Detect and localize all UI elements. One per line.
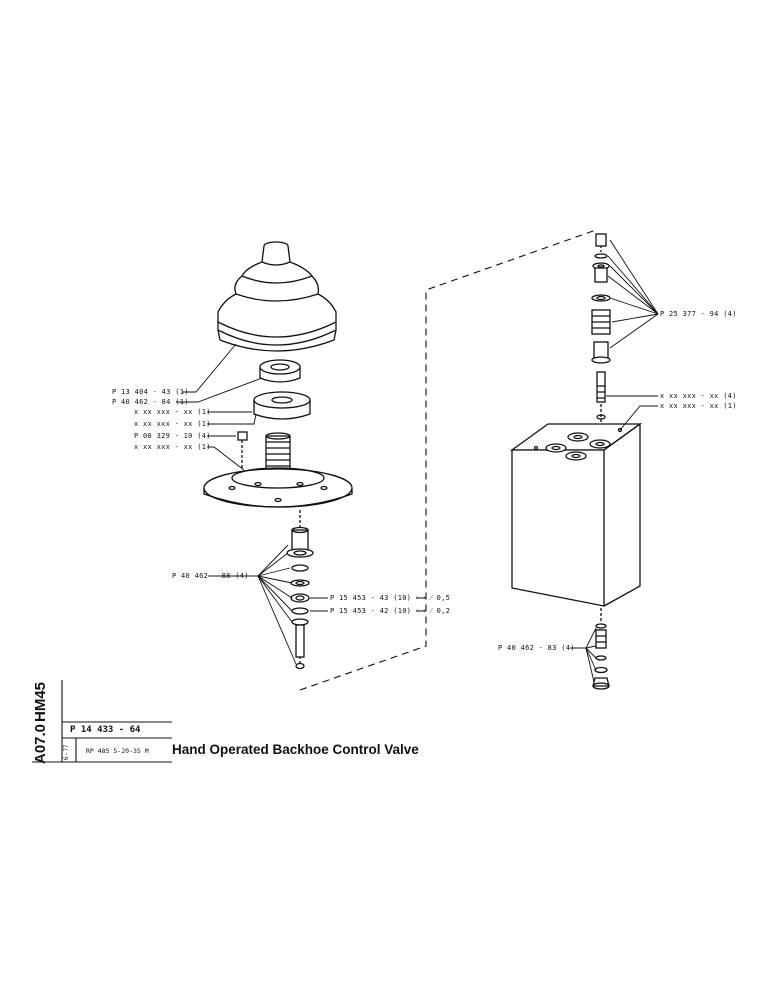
callout-boot: P 13 404 - 43 (1) [112,388,189,396]
callout-right-bottom: P 40 462 - 83 (4) [498,644,575,652]
callout-kit: P 40 462 - 88 (4) [172,572,249,580]
reference-code: RP 485 5-20-35 M [86,747,149,755]
callout-shim-05: P 15 453 - 43 (10) ⟺ ⁄ 0,5 [330,594,451,602]
right-bottom-parts [592,608,610,690]
dash-connector [299,229,597,691]
date-code: 6 - 77 [64,744,70,760]
part-number: P 14 433 - 64 [70,725,141,735]
right-small-parts [591,233,611,430]
model-code: HM45 [32,681,49,722]
rubber-boot [217,241,337,352]
callout-screw: P 00 329 - 10 (4) [134,432,211,440]
flange-plate [203,467,353,508]
callout-ring: P 40 462 - 84 (1) [112,398,189,406]
plunger-stack [286,510,314,670]
callout-shim-02: P 15 453 - 42 (10) ⟺ ⁄ 0,2 [330,607,451,615]
callout-right-xx1: x xx xxx - xx (4) [660,392,737,400]
title-block-frame [32,680,172,763]
callout-right-xx2: x xx xxx - xx (1) [660,402,737,410]
section-code: A07.0 [32,723,49,764]
nut-part [259,359,301,383]
screw-part [237,431,248,468]
valve-block [509,422,643,607]
callout-xx1: x xx xxx - xx (1) [134,408,211,416]
ring-part [253,391,311,420]
drawing-title: Hand Operated Backhoe Control Valve [172,742,419,757]
callout-xx3: x xx xxx - xx (1) [134,443,211,451]
callout-right-top: P 25 377 - 94 (4) [660,310,737,318]
leader-lines [176,239,659,683]
callout-xx2: x xx xxx - xx (1) [134,420,211,428]
